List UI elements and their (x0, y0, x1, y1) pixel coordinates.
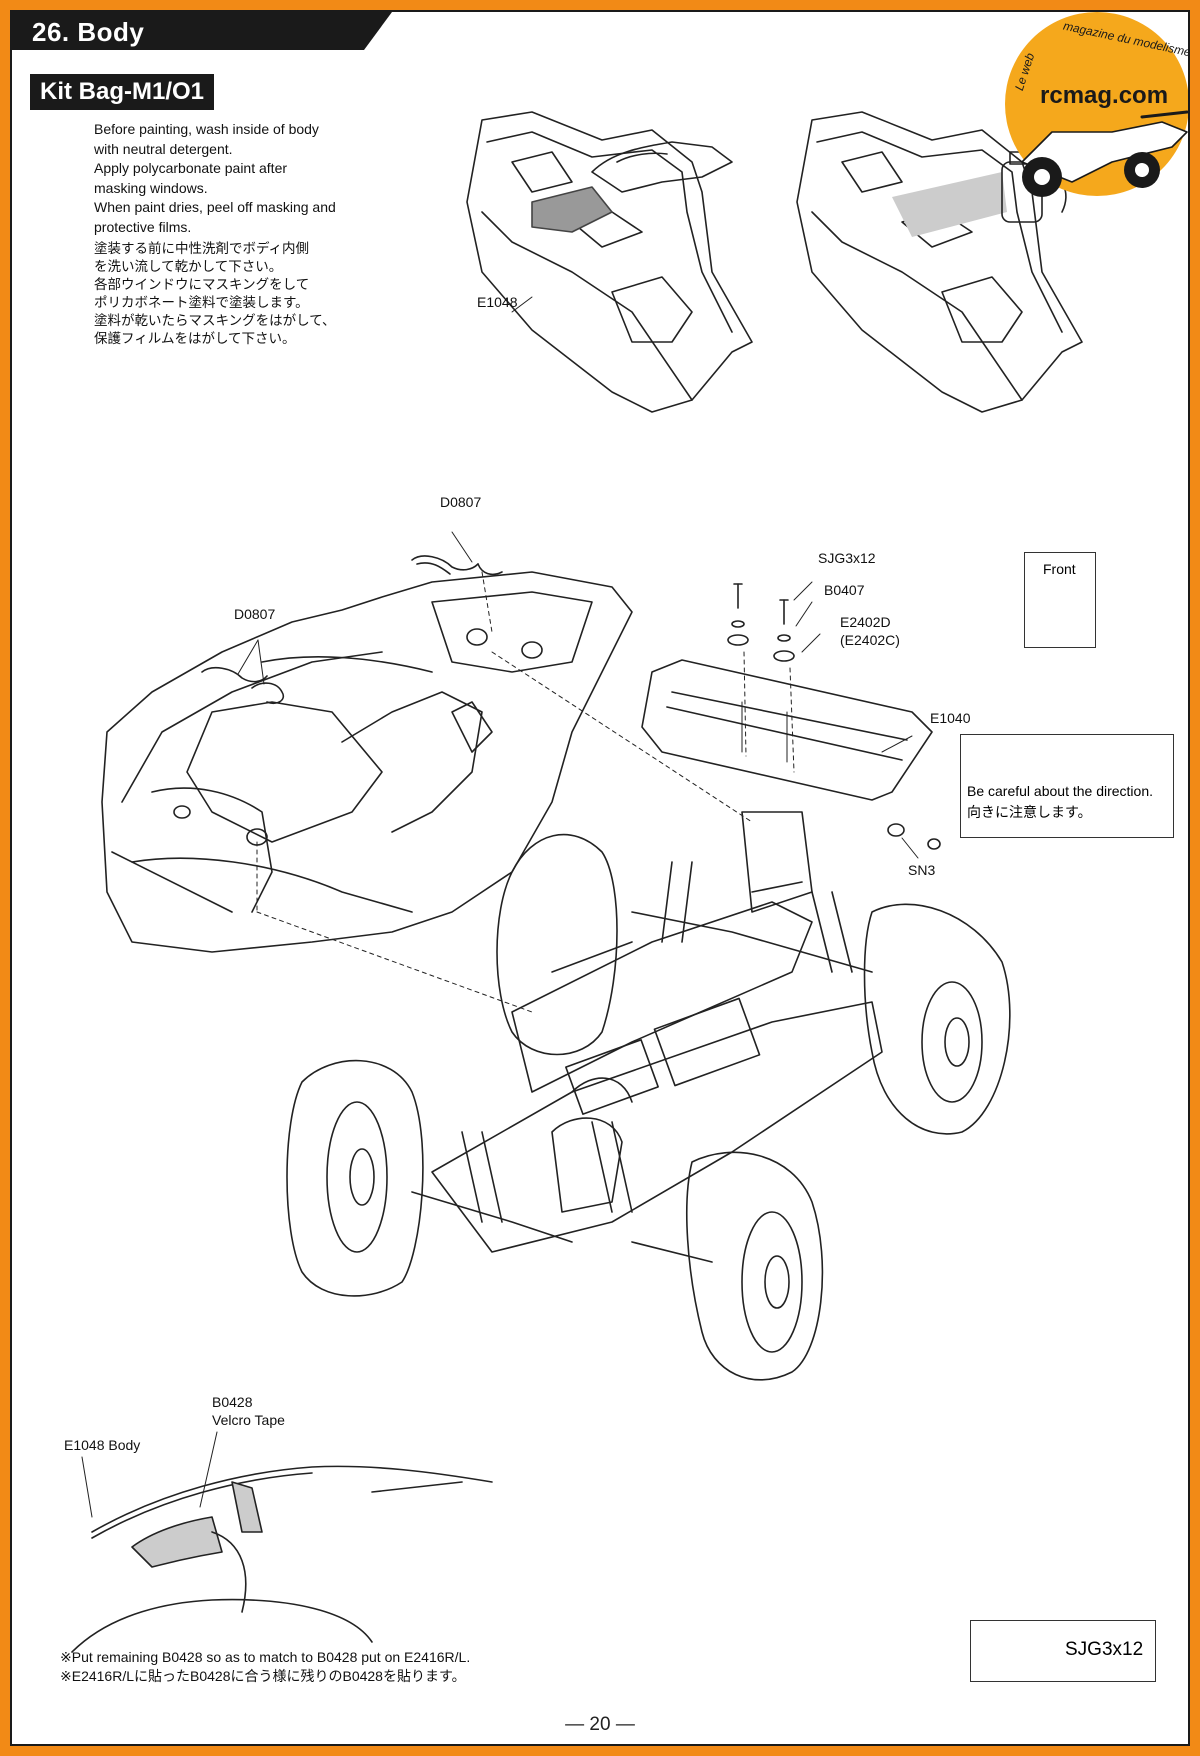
part-label-screw: SJG3x12 (818, 550, 876, 566)
part-label-wing: E1040 (930, 710, 971, 726)
kit-bag-label: Kit Bag-M1/O1 (30, 74, 215, 110)
body-masking-illustration (466, 111, 753, 413)
instruction-line-ja: 塗装する前に中性洗剤でボディ内側 (94, 241, 310, 256)
rcmag-logo-text: rcmag.com (1040, 82, 1169, 109)
step-title: 26. Body (32, 17, 145, 47)
part-label-tape-name: Velcro Tape (212, 1412, 285, 1428)
rcmag-logo-graphic (1005, 12, 1188, 197)
buggy-chassis (286, 811, 1011, 1381)
note-english: ※Put remaining B0428 so as to match to B… (60, 1649, 471, 1665)
assembly-illustration (71, 12, 1188, 1663)
part-label-clip-b: D0807 (234, 606, 276, 622)
nut-shape (887, 823, 905, 837)
part-label-tape-code: B0428 (212, 1394, 253, 1410)
part-label-wing-button: E2402D (840, 614, 891, 630)
instruction-line-ja: 保護フィルムをはがして下さい。 (94, 331, 296, 346)
instruction-line-ja: 塗料が乾いたらマスキングをはがして、 (94, 313, 336, 328)
part-label-body-detail: E1048 Body (64, 1437, 141, 1453)
instruction-line-ja: 各部ウインドウにマスキングをして (94, 277, 310, 292)
instruction-line: masking windows. (94, 179, 208, 196)
front-label: Front (1043, 561, 1076, 577)
instructions-english: Before painting, wash inside of body wit… (94, 120, 384, 237)
caution-text-english: Be careful about the direction. (967, 783, 1154, 799)
instruction-line: Before painting, wash inside of body (94, 121, 319, 137)
instruction-line: with neutral detergent. (94, 140, 233, 157)
caution-box: Be careful about the direction. 向きに注意します… (960, 734, 1174, 838)
body-spray-illustration (796, 111, 1083, 413)
front-direction-box: Front (1024, 552, 1096, 648)
part-label-body-top: E1048 (477, 294, 518, 310)
body-clips (201, 555, 503, 705)
note-japanese: ※E2416R/Lに貼ったB0428に合う様に残りのB0428を貼ります。 (60, 1668, 466, 1684)
caution-text-japanese: 向きに注意します。 (967, 804, 1092, 820)
part-label-washer: B0407 (824, 582, 865, 598)
part-label-wing-button-alt: (E2402C) (840, 632, 900, 648)
manual-page: 26. Body Kit Bag-M1/O1 Before painting, … (10, 10, 1190, 1746)
velcro-detail (71, 1431, 493, 1653)
page-number: — 20 — (565, 1714, 635, 1735)
screw-reference-label: SJG3x12 (1065, 1639, 1144, 1660)
instruction-line: When paint dries, peel off masking and (94, 199, 336, 215)
instruction-line: Apply polycarbonate paint after (94, 160, 288, 176)
part-label-clip-a: D0807 (440, 494, 482, 510)
instructions-japanese: 塗装する前に中性洗剤でボディ内側 を洗い流して乾かして下さい。 各部ウインドウに… (94, 240, 384, 348)
velcro-notes: ※Put remaining B0428 so as to match to B… (60, 1648, 470, 1686)
wing-hardware (727, 581, 913, 773)
instruction-line-ja: ポリカボネート塗料で塗装します。 (94, 295, 309, 310)
part-label-nut: SN3 (908, 862, 936, 878)
instruction-line-ja: を洗い流して乾かして下さい。 (94, 259, 283, 274)
step-banner: 26. Body (12, 12, 392, 50)
rear-wing (641, 659, 933, 801)
banner-shape (12, 12, 392, 50)
body-shell-main (101, 571, 633, 953)
screw-reference-box: SJG3x12 (970, 1620, 1156, 1682)
instruction-line: protective films. (94, 218, 192, 235)
nut-shape-2 (927, 838, 941, 850)
